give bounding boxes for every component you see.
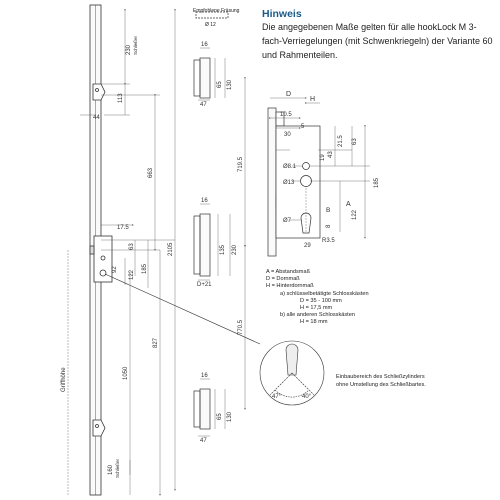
legend-a-h: H = 17,5 mm — [300, 305, 333, 312]
dim-160: 160 — [108, 464, 114, 475]
dim-230: 230 — [126, 44, 132, 55]
strike-bot-65: 65 — [217, 413, 223, 420]
detail-o8-1: Ø8.1 — [283, 164, 297, 170]
dim-230-sub: Schließer — [133, 35, 138, 55]
note-text: Die angegebenen Maße gelten für alle hoo… — [262, 22, 493, 60]
detail-122: 122 — [352, 209, 358, 220]
legend-d: D = Dornmaß — [266, 276, 300, 283]
dim-827: 827 — [153, 337, 159, 348]
strike-top-47: 47 — [200, 102, 207, 108]
detail-19: 19 — [320, 154, 326, 161]
strike-plates — [193, 11, 229, 430]
strike-719-5: 719.5 — [238, 156, 244, 172]
note-title: Hinweis — [262, 8, 302, 20]
detail-B: B — [326, 207, 330, 214]
legend-a-item: a) schlüsselbetätigte Schlosskästen — [280, 290, 369, 297]
main-dim-text: 230 Schließer 113 44 663 17.5 63 92 122 … — [61, 35, 174, 478]
cyl-angle-40: 40° — [302, 394, 312, 400]
legend-b-h: H = 18 mm — [300, 319, 328, 326]
dimension-legend: A = Abstandsmaß D = Dornmaß H = Hinterdo… — [266, 269, 406, 327]
legend-h: H = Hinterdornmaß — [266, 283, 314, 290]
strike-bot-47: 47 — [200, 438, 207, 444]
detail-r3-5: R3.5 — [322, 238, 335, 244]
detail-43: 43 — [328, 151, 334, 158]
detail-o13: Ø13 — [283, 180, 295, 186]
detail-63: 63 — [352, 138, 358, 145]
strike-dim-text: 16 65 130 47 719.5 16 135 230 D+21 770.5… — [197, 42, 244, 444]
strike-dims — [198, 47, 246, 437]
detail-30: 30 — [284, 132, 291, 138]
cyl-angle-47: 47° — [272, 394, 282, 400]
strike-mid-230: 230 — [232, 244, 238, 255]
cylinder-install-note: Einbaubereich des Schließzylinders ohne … — [336, 374, 426, 388]
milling-size: Ø 12 — [205, 22, 216, 28]
strike-770-5: 770.5 — [238, 319, 244, 335]
dim-1050: 1050 — [123, 366, 129, 380]
strike-mid-135: 135 — [220, 244, 226, 255]
detail-29: 29 — [304, 243, 311, 249]
legend-b-item: b) alle anderen Schlosskästen — [280, 312, 355, 319]
dim-185: 185 — [142, 263, 148, 274]
strike-bot-130: 130 — [227, 411, 233, 422]
detail-D: D — [286, 91, 291, 98]
detail-5: 5 — [301, 124, 305, 130]
dim-122: 122 — [129, 269, 135, 280]
dim-17-5: 17.5 — [117, 225, 129, 231]
cylinder-detail — [104, 273, 325, 406]
strike-mid-16: 16 — [201, 198, 208, 204]
detail-185: 185 — [374, 177, 380, 188]
strike-bot-16: 16 — [201, 373, 208, 379]
strike-top-65: 65 — [217, 81, 223, 88]
legend-a-d: D = 35 - 100 mm — [300, 297, 342, 304]
detail-o7: Ø7 — [283, 218, 292, 224]
detail-8: 8 — [326, 224, 332, 228]
strike-top-16: 16 — [201, 42, 208, 48]
strike-d21: D+21 — [197, 282, 212, 288]
detail-dims — [269, 97, 370, 239]
dim-113: 113 — [118, 93, 124, 103]
dim-63: 63 — [129, 243, 135, 250]
lock-case-detail — [267, 107, 321, 257]
detail-21-5: 21.5 — [338, 135, 344, 147]
main-dimensions — [67, 9, 176, 496]
detail-10-5: 10.5 — [280, 112, 292, 118]
milling-label: Empfohlene Fräsung — [193, 8, 240, 14]
detail-A: A — [346, 201, 351, 208]
dim-160-sub: Schließer — [115, 458, 120, 478]
label-griffhoehe: Griffhöhe — [61, 367, 67, 392]
strike-top-130: 130 — [227, 79, 233, 90]
detail-H: H — [310, 96, 315, 103]
dim-92: 92 — [112, 266, 118, 273]
dim-663: 663 — [148, 167, 154, 178]
detail-dim-text: D H 10.5 30 5 21.5 63 185 19 43 Ø8.1 Ø13… — [280, 91, 380, 249]
legend-a: A = Abstandsmaß — [266, 269, 310, 275]
dim-2105: 2105 — [168, 242, 174, 256]
dim-44: 44 — [93, 115, 100, 121]
